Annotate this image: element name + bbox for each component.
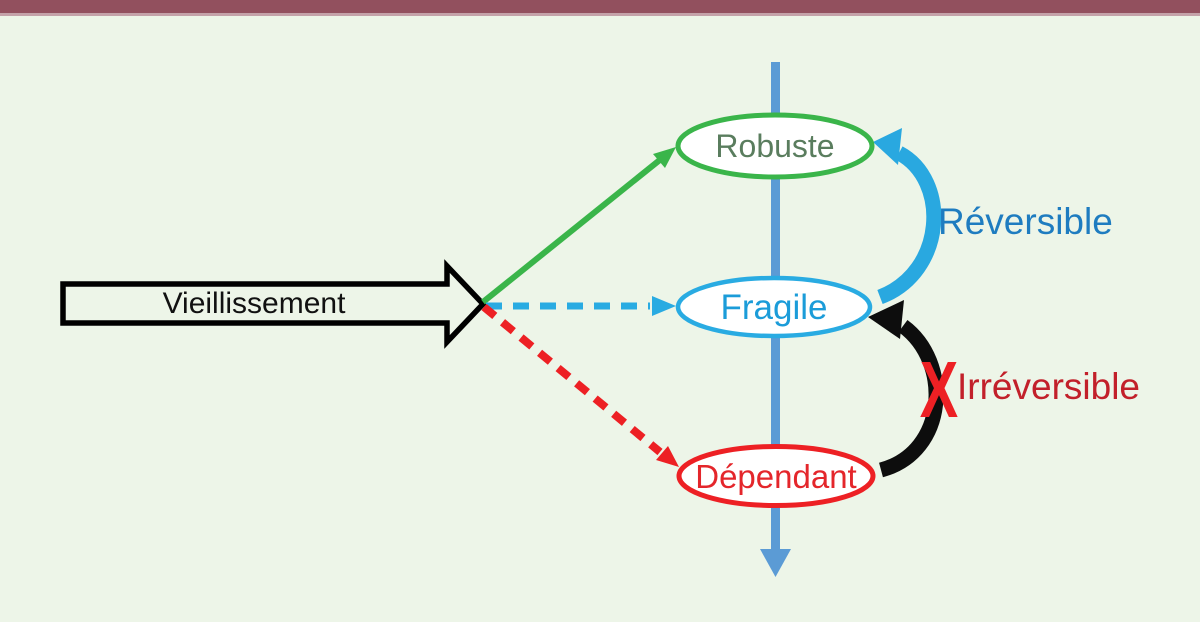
reversible-label: Réversible bbox=[938, 201, 1113, 242]
top-banner-bar bbox=[0, 0, 1200, 13]
node-dependant: Dépendant bbox=[676, 444, 876, 508]
top-banner-bar-edge bbox=[0, 13, 1200, 16]
node-robuste-ellipse bbox=[675, 112, 875, 180]
aging-arrow-label: Vieillissement bbox=[163, 287, 347, 320]
aging-arrow-shape bbox=[60, 259, 487, 349]
timeline-axis-arrowhead-icon bbox=[760, 549, 791, 577]
reversible-arrowhead-icon bbox=[873, 128, 902, 165]
node-robuste: Robuste bbox=[675, 112, 875, 180]
node-dependant-label: Dépendant bbox=[695, 458, 856, 495]
node-fragile-ellipse bbox=[675, 275, 873, 339]
node-fragile-label: Fragile bbox=[721, 288, 828, 327]
edge-to-robuste-line bbox=[481, 156, 663, 305]
edge-to-fragile-arrowhead-icon bbox=[652, 296, 676, 316]
irreversible-arrow-curve bbox=[878, 319, 944, 478]
node-dependant-ellipse bbox=[676, 444, 876, 508]
edge-to-robuste-arrowhead-icon bbox=[653, 147, 676, 168]
irreversible-arrowhead-icon bbox=[868, 300, 904, 339]
irreversible-x-mark: X bbox=[920, 345, 958, 435]
node-fragile: Fragile bbox=[675, 275, 873, 339]
reversible-arrow-curve bbox=[876, 146, 942, 305]
edge-to-dependant-arrowhead-icon bbox=[656, 446, 679, 467]
irreversible-label: Irréversible bbox=[957, 366, 1140, 407]
node-robuste-label: Robuste bbox=[715, 128, 834, 164]
